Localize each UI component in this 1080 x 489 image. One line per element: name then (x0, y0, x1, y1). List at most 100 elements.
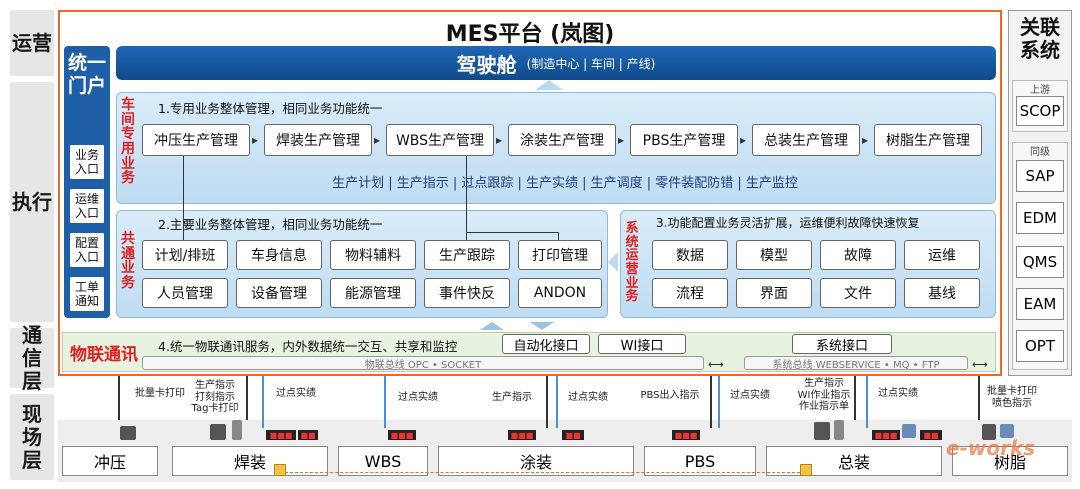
workshop-stamping[interactable]: 冲压 (62, 446, 158, 476)
iot-title: 物联通讯 (70, 345, 138, 365)
vehicle-icon (274, 464, 286, 476)
box-production-tracking[interactable]: 生产跟踪 (424, 240, 510, 270)
ops-label: 系统运营业务 (625, 221, 639, 305)
note-paint-instruction: 生产指示 (492, 392, 532, 403)
box-andon[interactable]: ANDON (518, 278, 602, 308)
note-pbs-inout: PBS出入指示 (640, 390, 700, 401)
box-event-response[interactable]: 事件快反 (424, 278, 510, 308)
note-paint-checkpoint: 过点实绩 (568, 392, 608, 403)
display-board-icon: ■■ (920, 430, 942, 440)
signal-line (718, 376, 720, 428)
box-assembly-mgmt[interactable]: 总装生产管理 (752, 124, 860, 156)
box-data[interactable]: 数据 (652, 240, 728, 270)
vehicle-icon (800, 464, 812, 476)
printer-icon (210, 424, 226, 440)
box-model[interactable]: 模型 (736, 240, 812, 270)
system-scop[interactable]: SCOP (1016, 96, 1064, 126)
system-edm[interactable]: EDM (1016, 202, 1064, 234)
box-interface[interactable]: 界面 (736, 278, 812, 308)
up-arrow-icon (535, 80, 563, 90)
arrow-right-icon: ▸ (252, 133, 259, 147)
left-arrow-icon (608, 252, 618, 272)
portal-item-maintenance[interactable]: 运维入口 (69, 188, 105, 224)
box-fault[interactable]: 故障 (820, 240, 896, 270)
page-title: MES平台 (岚图) (445, 22, 615, 47)
signal-line (854, 376, 856, 420)
portal-item-business[interactable]: 业务入口 (69, 144, 105, 180)
arrow-right-icon: ▸ (374, 133, 381, 147)
cockpit-banner[interactable]: 驾驶舱 (制造中心 | 车间 | 产线) (116, 46, 996, 80)
display-board-icon: ■■■ (388, 430, 416, 440)
workshop-painting[interactable]: 涂装 (438, 446, 634, 476)
system-eam[interactable]: EAM (1016, 288, 1064, 320)
workshop-welding[interactable]: 焊装 (172, 446, 328, 476)
layer-communication: 通信层 (10, 323, 54, 392)
terminal-icon (232, 420, 242, 440)
computer-icon (902, 424, 916, 438)
display-board-icon: ■■■ (872, 430, 900, 440)
box-baseline[interactable]: 基线 (904, 278, 980, 308)
box-personnel-mgmt[interactable]: 人员管理 (142, 278, 228, 308)
printer-icon (814, 422, 830, 440)
connector-line (466, 232, 558, 233)
box-wbs-mgmt[interactable]: WBS生产管理 (386, 124, 494, 156)
ops-heading: 3.功能配置业务灵活扩展，运维便利故障快速恢复 (656, 216, 920, 230)
system-qms[interactable]: QMS (1016, 246, 1064, 278)
box-equipment-mgmt[interactable]: 设备管理 (236, 278, 322, 308)
signal-line (556, 376, 558, 428)
system-sap[interactable]: SAP (1016, 160, 1064, 192)
note-welding-instructions: 生产指示 打刻指示 Tag卡打印 (191, 380, 239, 414)
box-welding-mgmt[interactable]: 焊装生产管理 (264, 124, 372, 156)
common-heading: 2.主要业务整体管理，相同业务功能统一 (158, 217, 383, 232)
note-resin-print: 批量卡打印 喷色指示 (987, 386, 1037, 409)
display-board-icon: ■■■ (508, 430, 536, 440)
box-resin-mgmt[interactable]: 树脂生产管理 (874, 124, 982, 156)
down-arrow-icon (530, 322, 554, 330)
box-energy-mgmt[interactable]: 能源管理 (330, 278, 416, 308)
note-assembly-checkpoint: 过点实绩 (878, 388, 918, 399)
box-process[interactable]: 流程 (652, 278, 728, 308)
system-bus: 系统总线 WEBSERVICE • MQ • FTP (744, 356, 968, 371)
box-plan-schedule[interactable]: 计划/排班 (142, 240, 228, 270)
connector-line (558, 232, 559, 240)
common-label: 共通业务 (121, 231, 135, 292)
cockpit-subtitle: (制造中心 | 车间 | 产线) (526, 56, 656, 71)
printer-icon (120, 426, 136, 440)
automation-interface[interactable]: 自动化接口 (502, 334, 590, 354)
note-pbs-checkpoint: 过点实绩 (730, 390, 770, 401)
arrow-right-icon: ▸ (862, 133, 869, 147)
workshop-heading: 1.专用业务整体管理，相同业务功能统一 (158, 101, 383, 116)
workshop-pbs[interactable]: PBS (644, 446, 756, 476)
display-board-icon: ■■■ (266, 430, 296, 440)
arrow-right-icon: ▸ (740, 133, 747, 147)
workshop-assembly[interactable]: 总装 (766, 446, 942, 476)
computer-icon (1000, 424, 1014, 438)
watermark-logo: e-works (946, 436, 1036, 460)
conveyor-line (280, 472, 810, 473)
portal-item-workorder[interactable]: 工单通知 (69, 276, 105, 312)
connector-line (183, 156, 184, 240)
system-interface[interactable]: 系统接口 (792, 334, 892, 354)
signal-line (978, 376, 980, 420)
signal-line (118, 376, 120, 420)
note-welding-checkpoint: 过点实绩 (276, 388, 316, 399)
box-print-mgmt[interactable]: 打印管理 (518, 240, 602, 270)
workshop-label: 车间专用业务 (121, 97, 135, 187)
system-opt[interactable]: OPT (1016, 330, 1064, 362)
box-materials[interactable]: 物料辅料 (330, 240, 416, 270)
wi-interface[interactable]: WI接口 (598, 334, 686, 354)
workshop-wbs[interactable]: WBS (338, 446, 428, 476)
box-stamping-mgmt[interactable]: 冲压生产管理 (142, 124, 250, 156)
bidirectional-arrow-icon: ⟷ (972, 358, 988, 371)
box-painting-mgmt[interactable]: 涂装生产管理 (508, 124, 616, 156)
box-pbs-mgmt[interactable]: PBS生产管理 (630, 124, 738, 156)
signal-line (262, 376, 264, 428)
display-board-icon: ■■ (562, 430, 584, 440)
box-body-info[interactable]: 车身信息 (236, 240, 322, 270)
box-file[interactable]: 文件 (820, 278, 896, 308)
printer-icon (982, 424, 996, 440)
note-wbs-checkpoint: 过点实绩 (398, 392, 438, 403)
box-operation[interactable]: 运维 (904, 240, 980, 270)
portal-item-config[interactable]: 配置入口 (69, 232, 105, 268)
workshop-resin[interactable]: 树脂 (952, 446, 1068, 476)
